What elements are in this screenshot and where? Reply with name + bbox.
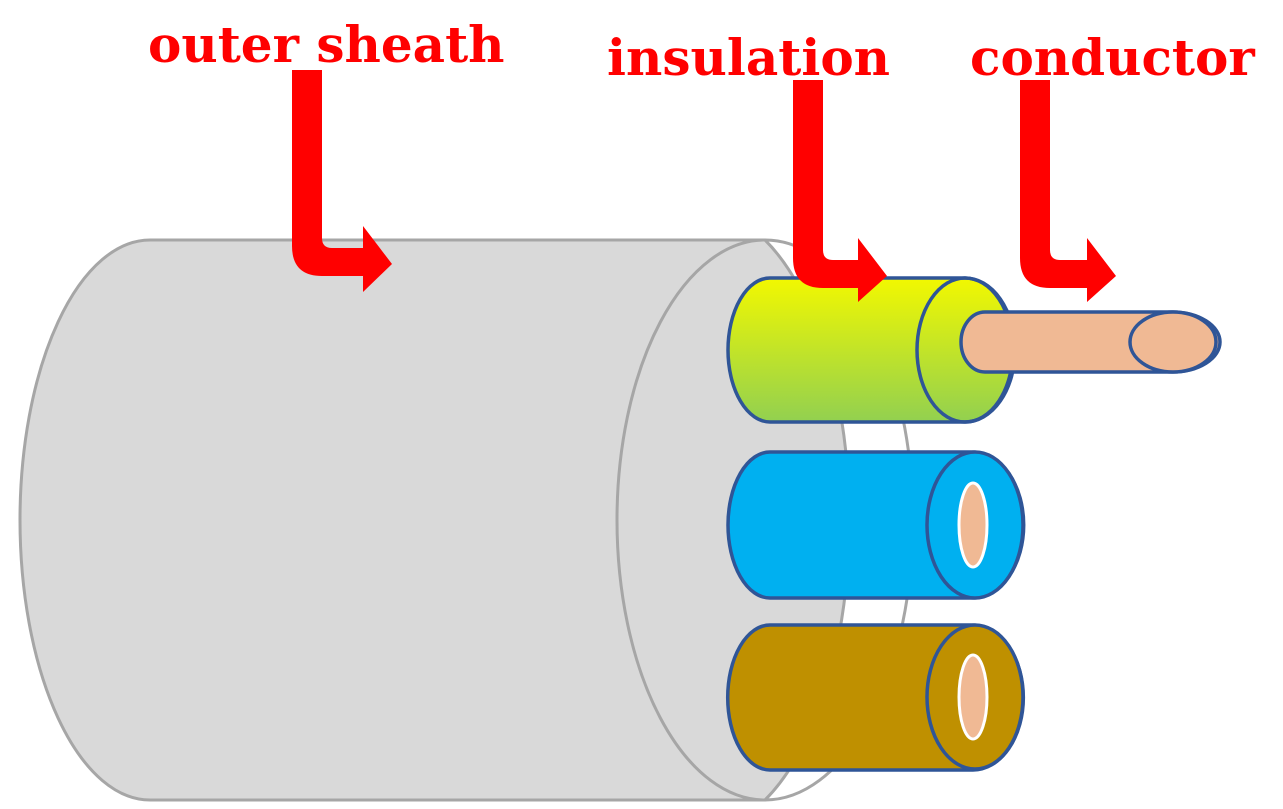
core-yellow-green (726, 276, 1222, 424)
label-insulation: insulation (607, 28, 890, 87)
bent-arrow-right-icon (292, 70, 392, 292)
conductor-end-blue (957, 481, 989, 569)
label-outer-sheath: outer sheath (148, 15, 505, 74)
core-blue (726, 450, 1026, 600)
conductor-end (1128, 310, 1218, 374)
bent-arrow-right-icon (793, 80, 887, 302)
sheath-body (18, 238, 851, 802)
bent-arrow-right-icon (1020, 80, 1116, 302)
label-conductor: conductor (970, 28, 1255, 87)
core-brown (726, 623, 1026, 772)
conductor-end-brown (957, 653, 989, 741)
